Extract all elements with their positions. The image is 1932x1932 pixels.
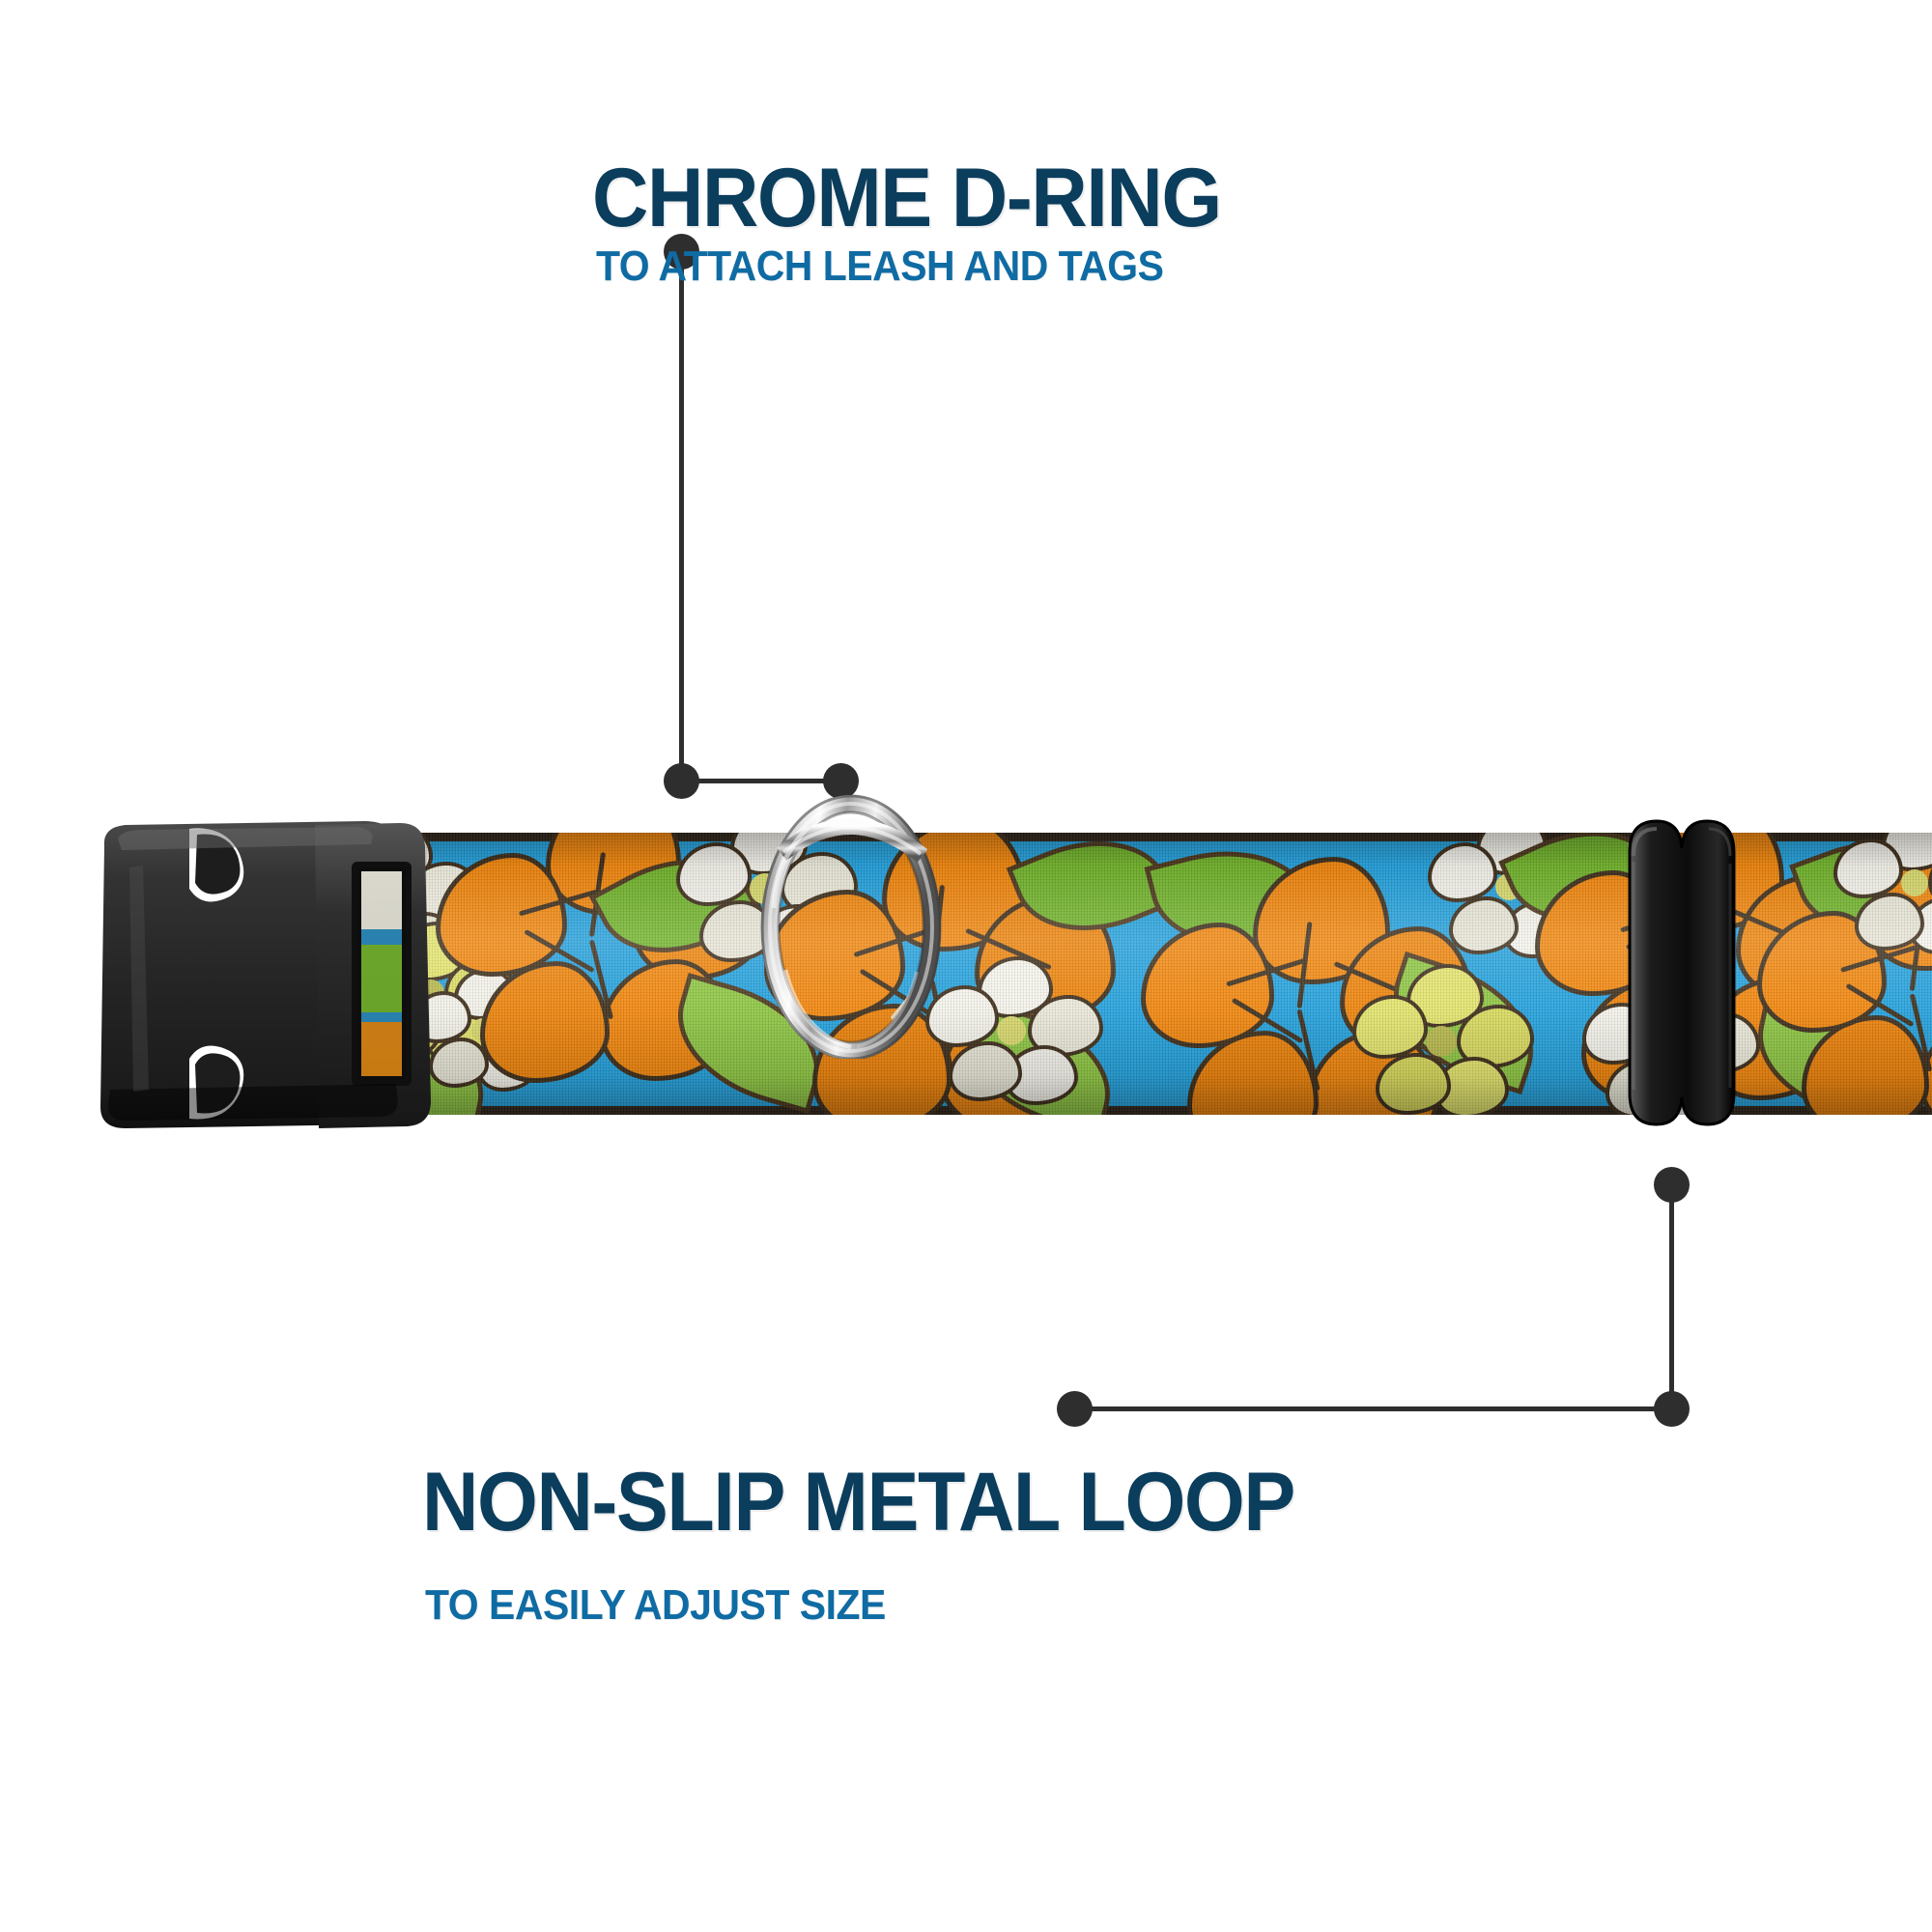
callout-bottom-anchor-dot — [1057, 1391, 1093, 1427]
strap-shading — [290, 833, 1932, 1115]
callout-bottom-vertical-line — [1669, 1182, 1674, 1403]
tri-glide-adjuster-loop — [1608, 813, 1753, 1132]
webbing-texture — [290, 833, 1932, 1115]
callout-subtitle-non-slip-metal-loop: TO EASILY ADJUST SIZE — [425, 1581, 886, 1629]
side-release-buckle — [75, 800, 493, 1148]
tri-glide-window — [1653, 848, 1711, 1097]
callout-top-vertical-line — [679, 249, 684, 781]
chrome-d-ring — [756, 792, 946, 1061]
callout-top-horizontal-line — [681, 779, 836, 783]
callout-subtitle-chrome-d-ring: TO ATTACH LEASH AND TAGS — [596, 242, 1164, 290]
callout-top-target-dot — [823, 763, 859, 799]
callout-title-chrome-d-ring: CHROME D-RING — [592, 152, 1222, 244]
callout-title-non-slip-metal-loop: NON-SLIP METAL LOOP — [422, 1456, 1295, 1548]
callout-bottom-horizontal-line — [1072, 1406, 1671, 1411]
collar-webbing-strap — [290, 833, 1932, 1115]
